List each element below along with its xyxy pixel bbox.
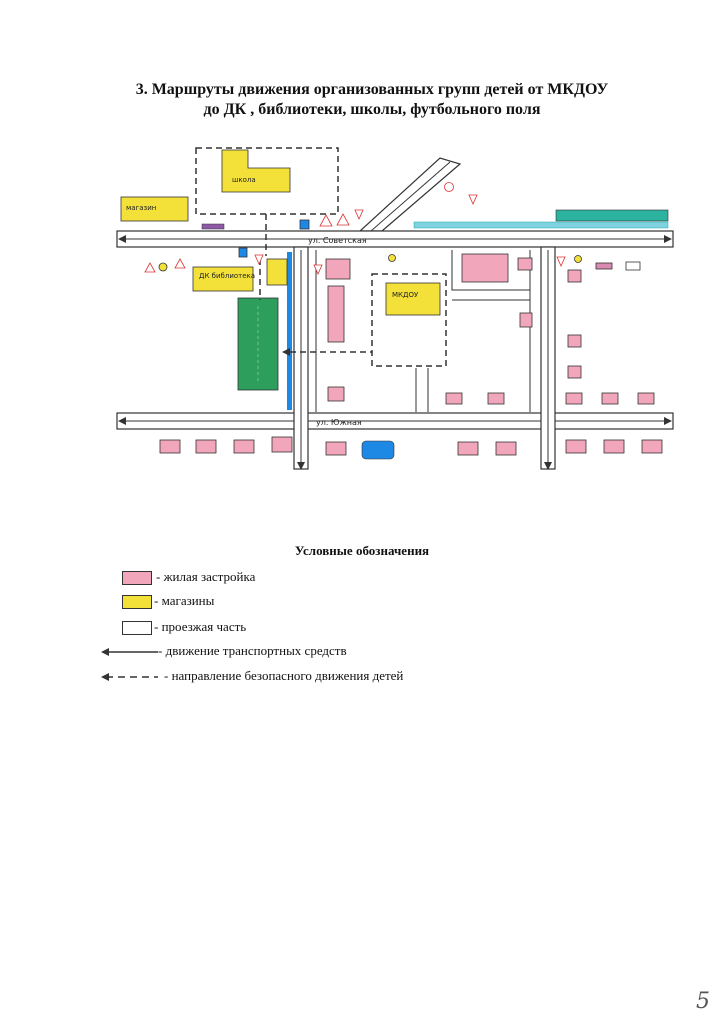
priority-sign-icon: [574, 255, 582, 263]
road-signs: [144, 182, 641, 275]
road-sovetskaya: [116, 230, 674, 248]
kindergarten-area: [371, 273, 447, 367]
teal-strip: [413, 221, 669, 229]
school-area: [195, 147, 339, 215]
crosswalk-sign-icon: [238, 247, 248, 258]
yield-sign-icon: [556, 256, 566, 267]
warning-sign-icon: [319, 214, 333, 227]
kindergarten-label: МКДОУ: [392, 291, 419, 299]
no-entry-sign-icon: [444, 182, 454, 192]
route-arrow: [282, 348, 290, 356]
teal-building: [555, 209, 669, 222]
priority-sign-icon: [388, 254, 396, 262]
page-number: 5: [696, 989, 710, 1014]
route-map: школа магазин ДК библиотека МКДОУ: [116, 147, 674, 470]
school-building: [221, 149, 291, 193]
traffic-arrow-icon: [101, 648, 158, 656]
street-yuzhnaya-label: ул. Южная: [316, 418, 362, 427]
yellow-building-small: [266, 258, 288, 286]
street-sovetskaya-label: ул. Советская: [308, 236, 367, 245]
small-building: [201, 223, 225, 230]
inner-block-roads: [315, 250, 531, 412]
page-title-line-2: до ДК , библиотеки, школы, футбольного п…: [203, 101, 541, 118]
road-yuzhnaya: [116, 412, 674, 430]
page-title-line-1: 3. Маршруты движения организованных груп…: [135, 81, 609, 98]
safe-route-arrow-icon: [101, 673, 158, 681]
shop-building: [120, 196, 189, 222]
warning-sign-icon: [336, 213, 350, 226]
priority-sign-icon: [158, 262, 168, 272]
kindergarten-building: [385, 282, 441, 316]
warning-sign-icon: [174, 258, 186, 269]
dk-library-label: ДК библиотека: [199, 272, 255, 280]
yield-sign-icon: [313, 264, 323, 275]
crosswalk-sign-icon: [299, 219, 310, 230]
bus-stop-icon: [595, 262, 613, 270]
blue-sidewalk-strip: [287, 252, 292, 410]
yield-sign-icon: [354, 209, 364, 220]
safe-child-routes: [259, 214, 372, 353]
warning-sign-icon: [144, 262, 156, 273]
shop-swatch: [122, 595, 152, 609]
legend-title: Условные обозначения: [294, 543, 430, 558]
residential-buildings: [159, 253, 663, 456]
vertical-road-right: [540, 246, 556, 470]
yield-sign-icon: [468, 194, 478, 205]
residential-swatch: [122, 571, 152, 585]
school-label: школа: [232, 176, 256, 184]
shop-label: магазин: [126, 204, 156, 212]
dk-library-building: [192, 266, 254, 292]
roadway-swatch: [122, 621, 152, 635]
bus-stop-icon: [625, 261, 641, 271]
vertical-road-left: [293, 246, 309, 470]
yield-sign-icon: [254, 254, 264, 265]
diagonal-road: [358, 157, 462, 232]
blue-pool: [361, 440, 395, 460]
